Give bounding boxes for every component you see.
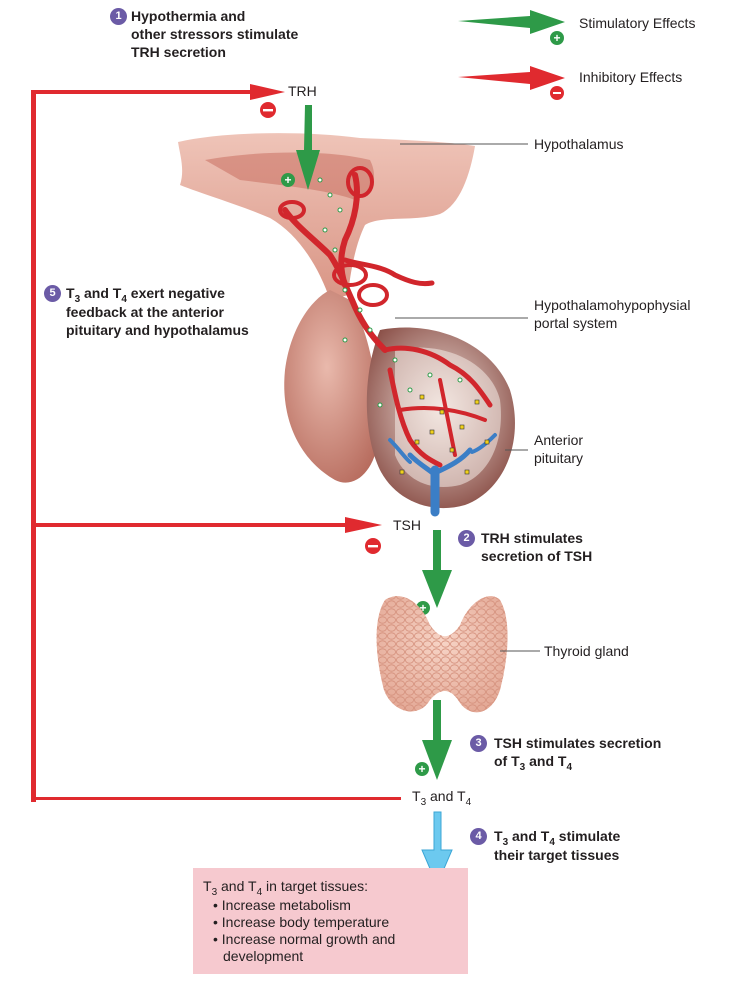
step-1-line-2: other stressors stimulate [131, 26, 299, 42]
inhibitory-sign-tsh [365, 538, 381, 554]
target-effect-development: development [223, 948, 304, 964]
step-1-badge: 1 [110, 8, 127, 25]
step-5-line-1: T3 and T4 exert negative [66, 285, 225, 305]
svg-text:+: + [553, 31, 560, 45]
portal-system-label-1: Hypothalamohypophysial [534, 297, 691, 313]
trh-label: TRH [288, 83, 317, 99]
legend-inhibitory-arrow [458, 66, 565, 100]
venous-drainage [388, 433, 497, 517]
tsh-particles [399, 394, 490, 475]
portal-system-label-2: portal system [534, 315, 618, 331]
hypothalamus-label: Hypothalamus [534, 136, 624, 152]
target-effect-temperature: • Increase body temperature [213, 914, 390, 930]
posterior-pituitary-shape [284, 290, 379, 483]
step-2-badge: 2 [458, 530, 475, 547]
step-3-badge: 3 [470, 735, 487, 752]
step-5-line-2: feedback at the anterior [66, 304, 224, 320]
step-1-line-1: Hypothermia and [131, 8, 246, 24]
anterior-pituitary-label-1: Anterior [534, 432, 584, 448]
target-tissues-heading: T3 and T4 in target tissues: [203, 878, 368, 898]
step-4-badge: 4 [470, 828, 487, 845]
target-effect-growth: • Increase normal growth and [213, 931, 396, 947]
legend-stimulatory-arrow: + [458, 10, 565, 45]
target-tissues-text: T3 and T4 in target tissues: • Increase … [203, 878, 395, 965]
trh-stimulatory-arrow: + [281, 105, 320, 190]
trh-particles [317, 177, 463, 408]
step-5-line-3: pituitary and hypothalamus [66, 322, 249, 338]
tsh-stimulatory-arrow: + [416, 530, 452, 615]
legend-stimulatory-label: Stimulatory Effects [579, 15, 696, 31]
step-2-line-2: secretion of TSH [481, 548, 593, 564]
thyroid-stimulatory-arrow: + [415, 700, 452, 780]
svg-text:+: + [419, 601, 426, 615]
step-4-line-1: T3 and T4 stimulate [494, 828, 621, 848]
negative-feedback-loop [31, 84, 401, 802]
step-5-badge: 5 [44, 285, 61, 302]
t3-t4-label: T3 and T4 [412, 788, 472, 808]
target-effect-metabolism: • Increase metabolism [213, 897, 351, 913]
legend-inhibitory-label: Inhibitory Effects [579, 69, 683, 85]
svg-text:+: + [418, 762, 425, 776]
inhibitory-sign-trh [260, 102, 276, 118]
anterior-pituitary-label-2: pituitary [534, 450, 584, 466]
step-1-line-3: TRH secretion [131, 44, 226, 60]
thyroid-gland-label: Thyroid gland [544, 643, 629, 659]
leader-lines [395, 143, 540, 652]
target-tissue-arrow [421, 811, 453, 887]
target-tissues-box [193, 868, 468, 974]
step-4-line-2: their target tissues [494, 847, 620, 863]
thyroid-follicles [376, 596, 508, 713]
step-3-line-1: TSH stimulates secretion [494, 735, 662, 751]
tsh-label: TSH [393, 517, 421, 533]
portal-system-vessels [278, 166, 493, 468]
step-2-line-1: TRH stimulates [481, 530, 583, 546]
svg-text:+: + [284, 173, 291, 187]
step-3-line-2: of T3 and T4 [494, 753, 573, 773]
